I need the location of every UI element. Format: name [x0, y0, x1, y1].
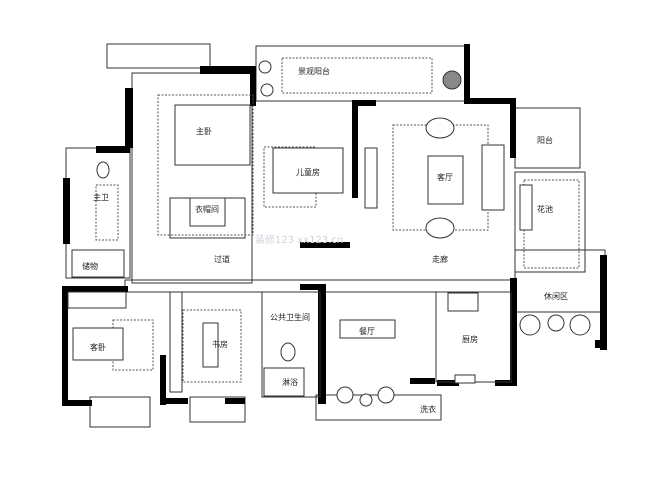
- label-cloakroom: 衣帽间: [195, 204, 219, 214]
- label-kitchen: 厨房: [462, 334, 478, 344]
- label-balcony: 阳台: [537, 135, 553, 145]
- label-corridor: 过道: [214, 254, 230, 264]
- label-master-bath: 主卫: [93, 192, 109, 202]
- label-leisure-area: 休闲区: [544, 291, 568, 301]
- room-labels: 主卧 主卫 衣帽间 儿童房 景观阳台 客厅 阳台 花池 休闲区 客卧 书房 公共…: [82, 66, 568, 414]
- label-shower: 淋浴: [282, 377, 298, 387]
- label-landscape-balcony: 景观阳台: [298, 66, 330, 76]
- label-master-bedroom: 主卧: [196, 126, 212, 136]
- furniture: [67, 60, 591, 407]
- label-living-room: 客厅: [437, 172, 453, 182]
- label-kids-room: 儿童房: [296, 167, 320, 177]
- label-laundry: 洗衣: [420, 404, 436, 414]
- label-public-bath: 公共卫生间: [270, 312, 310, 322]
- label-dining-room: 餐厅: [359, 327, 375, 336]
- walls: [62, 44, 607, 406]
- watermark: 装修123 xx123.cn: [255, 233, 343, 246]
- label-hallway: 走廊: [432, 254, 448, 264]
- label-study: 书房: [212, 339, 228, 349]
- label-flower-bed: 花池: [537, 204, 553, 214]
- label-guest-bedroom: 客卧: [90, 342, 106, 352]
- label-storage: 储物: [82, 261, 98, 271]
